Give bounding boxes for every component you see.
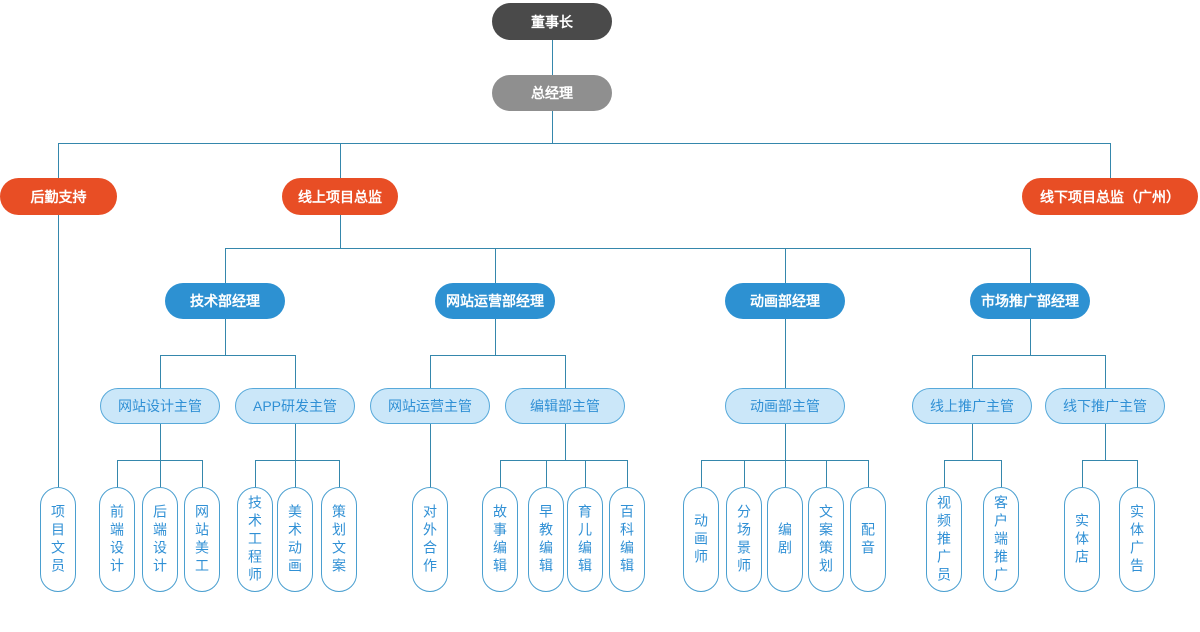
node-online-promo-supervisor[interactable]: 线上推广主管 xyxy=(912,388,1032,424)
connector xyxy=(430,424,431,487)
node-marketing-dept-manager[interactable]: 市场推广部经理 xyxy=(970,283,1090,319)
node-animation-supervisor[interactable]: 动画部主管 xyxy=(725,388,845,424)
node-animation-dept-manager[interactable]: 动画部经理 xyxy=(725,283,845,319)
connector xyxy=(744,460,745,487)
connector xyxy=(785,248,786,283)
node-logistics-support[interactable]: 后勤支持 xyxy=(0,178,117,215)
node-copy-planner[interactable]: 文案策划 xyxy=(808,487,844,592)
connector xyxy=(1030,319,1031,355)
connector xyxy=(868,460,869,487)
connector xyxy=(826,460,827,487)
connector xyxy=(552,111,553,143)
node-external-coop[interactable]: 对外合作 xyxy=(412,487,448,592)
node-frontend-design[interactable]: 前端设计 xyxy=(99,487,135,592)
connector xyxy=(972,355,973,388)
node-scene-designer[interactable]: 分场景师 xyxy=(726,487,762,592)
node-parenting-editor[interactable]: 育儿编辑 xyxy=(567,487,603,592)
connector xyxy=(340,215,341,248)
connector xyxy=(58,215,59,487)
node-offline-project-director[interactable]: 线下项目总监（广州） xyxy=(1022,178,1198,215)
connector xyxy=(1001,460,1002,487)
node-screenwriter[interactable]: 编剧 xyxy=(767,487,803,592)
connector xyxy=(495,319,496,355)
connector xyxy=(255,460,256,487)
connector xyxy=(58,143,59,178)
node-video-promoter[interactable]: 视频推广员 xyxy=(926,487,962,592)
connector xyxy=(627,460,628,487)
connector xyxy=(1082,460,1138,461)
connector xyxy=(255,460,340,461)
connector xyxy=(58,143,1111,144)
node-website-ops-dept-manager[interactable]: 网站运营部经理 xyxy=(435,283,555,319)
node-website-design-supervisor[interactable]: 网站设计主管 xyxy=(100,388,220,424)
node-online-project-director[interactable]: 线上项目总监 xyxy=(282,178,398,215)
connector xyxy=(340,143,341,178)
connector xyxy=(701,460,869,461)
connector xyxy=(1030,248,1031,283)
node-web-artist[interactable]: 网站美工 xyxy=(184,487,220,592)
connector xyxy=(295,424,296,487)
node-general-manager[interactable]: 总经理 xyxy=(492,75,612,111)
connector xyxy=(552,40,553,75)
connector xyxy=(225,248,1031,249)
node-early-edu-editor[interactable]: 早教编辑 xyxy=(528,487,564,592)
node-planning-copy[interactable]: 策划文案 xyxy=(321,487,357,592)
connector xyxy=(1105,424,1106,460)
connector xyxy=(1105,355,1106,388)
node-physical-ads[interactable]: 实体广告 xyxy=(1119,487,1155,592)
connector xyxy=(565,355,566,388)
connector xyxy=(546,460,547,487)
node-website-ops-supervisor[interactable]: 网站运营主管 xyxy=(370,388,490,424)
node-editorial-supervisor[interactable]: 编辑部主管 xyxy=(505,388,625,424)
connector xyxy=(500,460,501,487)
node-art-animation[interactable]: 美术动画 xyxy=(277,487,313,592)
node-client-promoter[interactable]: 客户端推广 xyxy=(983,487,1019,592)
connector xyxy=(972,355,1106,356)
connector xyxy=(565,424,566,460)
connector xyxy=(495,248,496,283)
connector xyxy=(160,424,161,487)
node-tech-engineer[interactable]: 技术工程师 xyxy=(237,487,273,592)
connector xyxy=(785,424,786,487)
connector xyxy=(500,460,628,461)
node-animator[interactable]: 动画师 xyxy=(683,487,719,592)
connector xyxy=(117,460,203,461)
node-physical-store[interactable]: 实体店 xyxy=(1064,487,1100,592)
connector xyxy=(1110,143,1111,178)
connector xyxy=(785,319,786,388)
node-tech-dept-manager[interactable]: 技术部经理 xyxy=(165,283,285,319)
connector xyxy=(160,355,161,388)
connector xyxy=(972,424,973,460)
connector xyxy=(585,460,586,487)
node-story-editor[interactable]: 故事编辑 xyxy=(482,487,518,592)
connector xyxy=(117,460,118,487)
connector xyxy=(701,460,702,487)
connector xyxy=(1137,460,1138,487)
connector xyxy=(225,319,226,355)
connector xyxy=(944,460,1002,461)
connector xyxy=(1082,460,1083,487)
node-app-dev-supervisor[interactable]: APP研发主管 xyxy=(235,388,355,424)
node-offline-promo-supervisor[interactable]: 线下推广主管 xyxy=(1045,388,1165,424)
node-voice-actor[interactable]: 配音 xyxy=(850,487,886,592)
connector xyxy=(295,355,296,388)
node-project-clerk[interactable]: 项目文员 xyxy=(40,487,76,592)
connector xyxy=(160,355,296,356)
connector xyxy=(339,460,340,487)
connector xyxy=(430,355,566,356)
connector xyxy=(225,248,226,283)
node-encyclopedia-editor[interactable]: 百科编辑 xyxy=(609,487,645,592)
connector xyxy=(430,355,431,388)
connector xyxy=(202,460,203,487)
node-backend-design[interactable]: 后端设计 xyxy=(142,487,178,592)
connector xyxy=(944,460,945,487)
node-chairman[interactable]: 董事长 xyxy=(492,3,612,40)
